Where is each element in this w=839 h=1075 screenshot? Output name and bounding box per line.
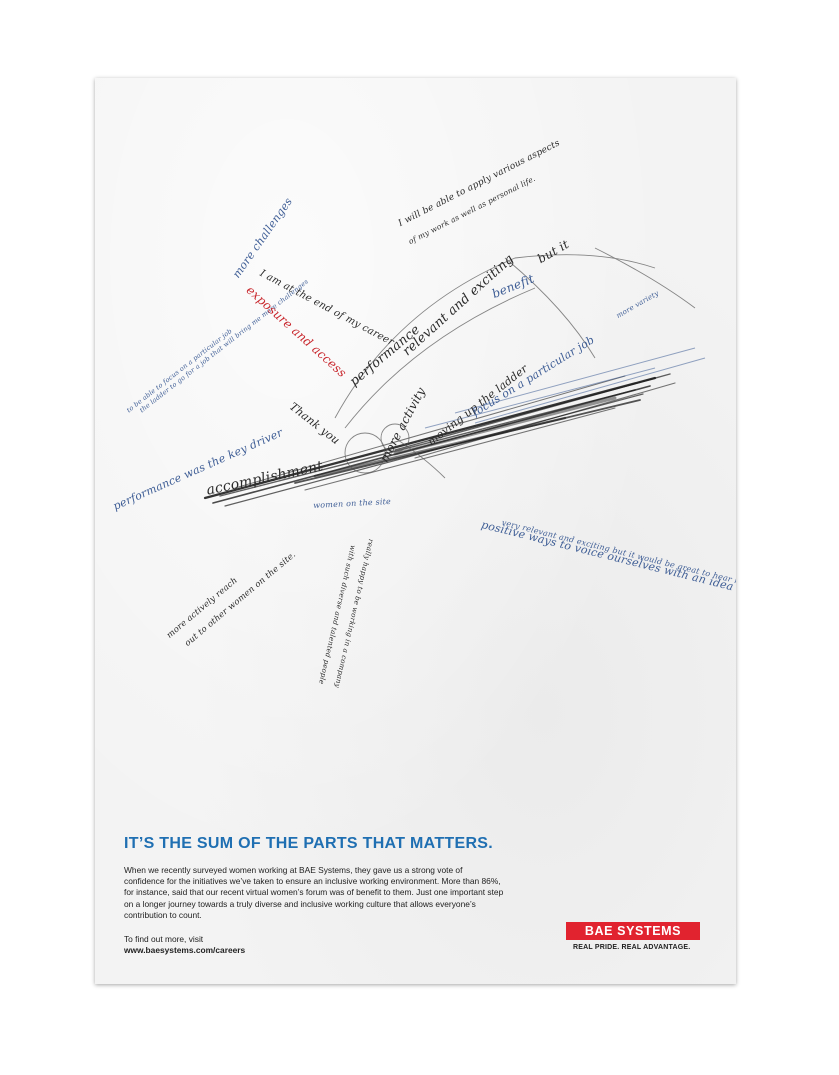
headline: IT’S THE SUM OF THE PARTS THAT MATTERS. [124, 835, 494, 852]
cta-lead: To find out more, visit [124, 934, 204, 944]
logo-tagline: REAL PRIDE. REAL ADVANTAGE. [573, 944, 691, 951]
jet-illustration [203, 247, 706, 507]
careers-link[interactable]: www.baesystems.com/careers [124, 945, 246, 956]
bae-systems-logo: BAE SYSTEMS [566, 922, 700, 940]
advert-page: I will be able to apply various aspects … [95, 78, 736, 984]
body-copy: When we recently surveyed women working … [124, 865, 504, 920]
call-to-action: To find out more, visit www.baesystems.c… [124, 934, 245, 956]
